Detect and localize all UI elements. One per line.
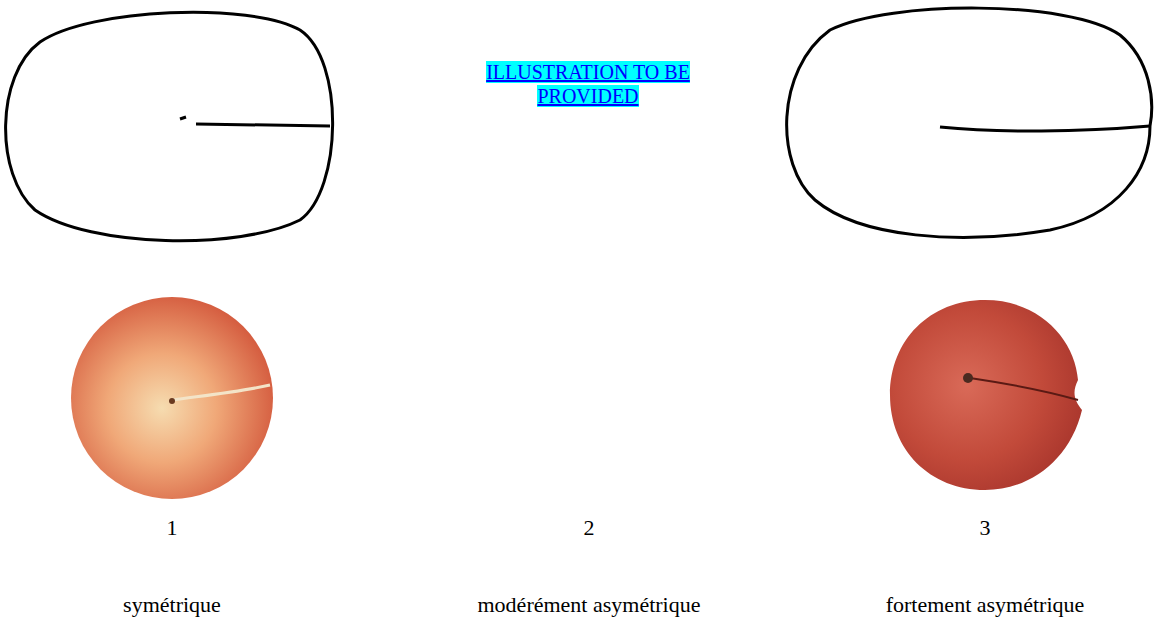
state-caption: fortement asymétrique [815,592,1155,618]
state-caption: symétrique [2,592,342,618]
callout-number: 1 [142,515,202,541]
state-caption: modérément asymétrique [419,592,759,618]
highlight: ILLUSTRATION TO BE PROVIDED [486,61,690,107]
callout-number: 3 [955,515,1015,541]
placeholder-note: ILLUSTRATION TO BE PROVIDED [463,60,713,108]
asymmetric-fruit-photo [890,300,1082,490]
asymmetric-outline [787,8,1152,237]
symmetric-outline [6,12,333,240]
symmetric-fruit-photo [71,297,273,499]
callout-number: 2 [559,515,619,541]
